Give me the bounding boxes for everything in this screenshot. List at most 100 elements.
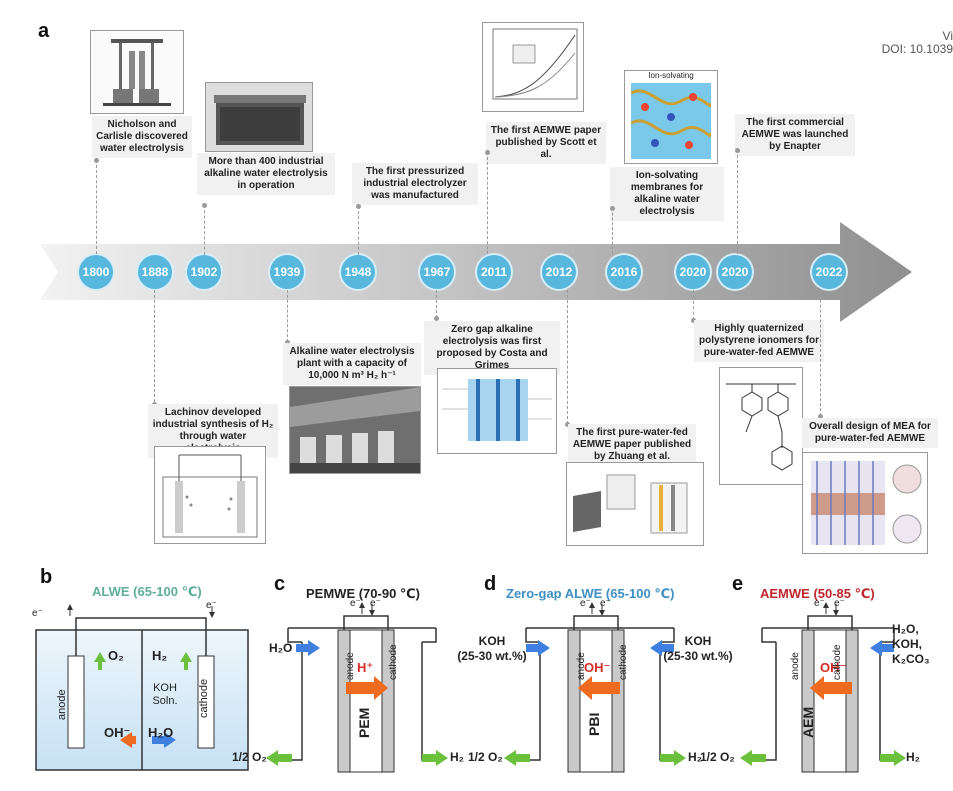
- doi-line-2: DOI: 10.1039: [881, 42, 953, 56]
- doi-line-1: Vi: [942, 29, 953, 43]
- event-2016-dot: [610, 206, 615, 211]
- pemwe-e-left: e⁻: [350, 598, 361, 609]
- pemwe-diagram: [266, 602, 448, 773]
- event-1888-image: [154, 446, 266, 544]
- zgalwe-in-right-2: (25-30 wt.%): [663, 649, 733, 663]
- aemwe-in-1: H₂O,: [892, 622, 919, 636]
- alwe-solution: KOH Soln.: [150, 682, 180, 708]
- zgalwe-in-right: KOH (25-30 wt.%): [660, 634, 736, 664]
- aemwe-title: AEMWE (50-85 ℃): [760, 586, 875, 601]
- alwe-oh: OH⁻: [104, 725, 131, 740]
- alwe-soln-line2: Soln.: [152, 695, 178, 707]
- event-1800-connector: [96, 160, 97, 254]
- pemwe-anode: anode: [345, 652, 356, 680]
- event-1939-dot: [285, 340, 290, 345]
- pemwe-ion: H⁺: [357, 660, 374, 675]
- zgalwe-in-left: KOH (25-30 wt.%): [456, 634, 528, 664]
- year-1902: 1902: [187, 255, 221, 289]
- event-2016-connector: [612, 208, 613, 254]
- alwe-cathode: cathode: [198, 678, 210, 718]
- doi-text: Vi DOI: 10.1039: [860, 30, 953, 56]
- event-1902-dot: [202, 203, 207, 208]
- aemwe-cathode: cathode: [832, 644, 843, 680]
- year-2012: 2012: [542, 255, 576, 289]
- year-2020-b: 2020: [718, 255, 752, 289]
- event-2020-ionomer-connector: [693, 290, 694, 320]
- event-1902-connector: [204, 205, 205, 255]
- event-2020-ionomer-caption: Highly quaternized polystyrene ionomers …: [694, 320, 824, 362]
- aemwe-in-3: K₂CO₃: [892, 652, 930, 666]
- panel-c-label: c: [274, 573, 286, 595]
- panel-a-label: a: [38, 20, 50, 42]
- aemwe-e-left: e⁻: [814, 598, 825, 609]
- zgalwe-e-right: e⁻: [600, 598, 611, 609]
- aemwe-in-2: KOH,: [892, 637, 922, 651]
- alwe-e-left: e⁻: [32, 608, 43, 619]
- event-2020-ionomer-image: [719, 367, 803, 485]
- panel-e-label: e: [732, 573, 744, 595]
- event-2016-image: Ion-solvating: [624, 70, 718, 164]
- aemwe-out-left: 1/2 O₂: [700, 750, 735, 764]
- zgalwe-out-left: 1/2 O₂: [468, 750, 503, 764]
- year-2011: 2011: [477, 255, 511, 289]
- event-2022-dot: [818, 414, 823, 419]
- zgalwe-membrane: PBI: [586, 712, 602, 736]
- event-2011-dot: [485, 150, 490, 155]
- event-2011-connector: [487, 152, 488, 254]
- panel-d-label: d: [484, 573, 497, 595]
- event-1967-image: [437, 368, 557, 454]
- zgalwe-e-left: e⁻: [580, 598, 591, 609]
- pemwe-cathode: cathode: [388, 644, 399, 680]
- event-1939-connector: [287, 290, 288, 342]
- zgalwe-in-left-1: KOH: [478, 634, 506, 648]
- event-1948-caption: The first pressurized industrial electro…: [352, 163, 478, 205]
- alwe-h2: H₂: [152, 648, 168, 663]
- year-2022: 2022: [812, 255, 846, 289]
- zgalwe-ion: OH⁻: [584, 660, 611, 675]
- alwe-soln-line1: KOH: [153, 682, 177, 694]
- year-1948: 1948: [341, 255, 375, 289]
- event-1939-image: [289, 386, 421, 474]
- alwe-title: ALWE (65-100 ℃): [92, 584, 202, 599]
- event-1948-connector: [358, 206, 359, 255]
- aemwe-anode: anode: [790, 652, 801, 680]
- event-2011-caption: The first AEMWE paper published by Scott…: [486, 122, 606, 164]
- aemwe-out-right: H₂: [906, 750, 920, 764]
- event-1902-caption: More than 400 industrial alkaline water …: [197, 153, 335, 195]
- event-2012-dot: [565, 422, 570, 427]
- event-2020-ionomer-dot: [691, 318, 696, 323]
- event-1967-dot: [434, 316, 439, 321]
- event-1800-dot: [94, 158, 99, 163]
- event-2012-caption: The first pure-water-fed AEMWE paper pub…: [568, 424, 696, 466]
- event-1800-image: [90, 30, 184, 114]
- event-1902-image: [205, 82, 313, 152]
- alwe-e-right: e⁻: [206, 600, 217, 611]
- zgalwe-cathode: cathode: [618, 644, 629, 680]
- pemwe-h2o-in: H₂O: [269, 641, 293, 655]
- pemwe-out-left: 1/2 O₂: [232, 750, 267, 764]
- event-1800-caption: Nicholson and Carlisle discovered water …: [92, 116, 192, 158]
- alwe-o2: O₂: [108, 648, 124, 663]
- alwe-anode: anode: [56, 689, 68, 720]
- zgalwe-in-left-2: (25-30 wt.%): [457, 649, 527, 663]
- aemwe-membrane: AEM: [800, 706, 816, 738]
- zgalwe-title: Zero-gap ALWE (65-100 ℃): [506, 586, 675, 601]
- year-1800: 1800: [79, 255, 113, 289]
- event-1967-connector: [436, 290, 437, 318]
- zgalwe-anode: anode: [576, 652, 587, 680]
- event-2016-caption: Ion-solvating membranes for alkaline wat…: [610, 167, 724, 221]
- aemwe-e-right: e⁻: [834, 598, 845, 609]
- event-2011-image: [482, 22, 584, 112]
- aemwe-diagram: [740, 602, 906, 773]
- event-2020-commercial-caption: The first commercial AEMWE was launched …: [735, 114, 855, 156]
- alwe-h2o: H₂O: [148, 725, 174, 740]
- event-1939-caption: Alkaline water electrolysis plant with a…: [283, 343, 421, 385]
- year-1939: 1939: [270, 255, 304, 289]
- alwe-diagram: [35, 604, 249, 771]
- pemwe-e-right: e⁻: [370, 598, 381, 609]
- event-2020-commercial-dot: [735, 148, 740, 153]
- event-2012-image: [566, 462, 704, 546]
- ion-solvating-label: Ion-solvating: [648, 71, 694, 80]
- event-2020-commercial-connector: [737, 150, 738, 254]
- event-2022-caption: Overall design of MEA for pure-water-fed…: [802, 418, 938, 448]
